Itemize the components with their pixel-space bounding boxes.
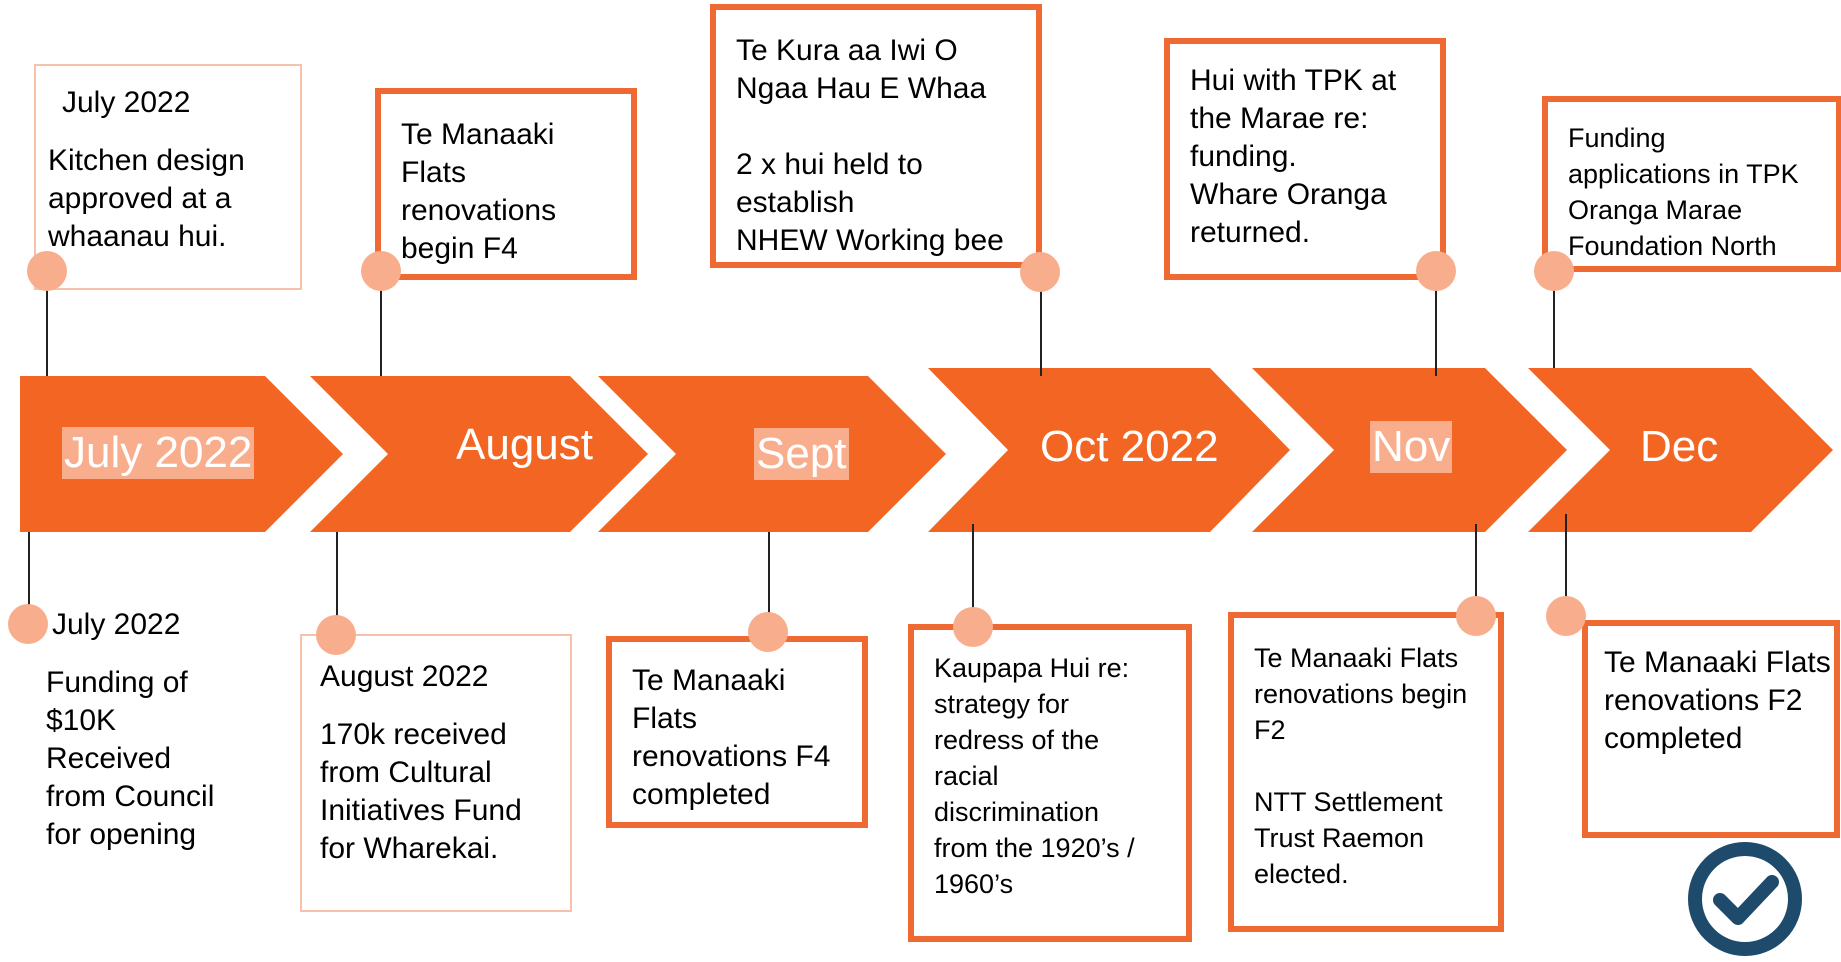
connector-line <box>768 532 770 628</box>
check-circle-icon <box>1688 842 1802 956</box>
timeline-dot <box>1546 596 1586 636</box>
connector-line <box>1565 514 1567 614</box>
event-date: July 2022 <box>52 608 181 641</box>
event-card-nov-flats-f2: Te Manaaki Flats renovations begin F2 NT… <box>1228 612 1504 932</box>
arrow-label-sept: Sept <box>754 428 849 480</box>
arrow-shape-august <box>310 376 648 532</box>
event-card-july-funding: July 2022 Funding of $10K Received from … <box>0 600 260 860</box>
arrow-shape-oct <box>928 368 1290 532</box>
event-date: July 2022 <box>62 86 191 119</box>
timeline-dot <box>8 604 48 644</box>
event-card-sept-flats-completed: Te Manaaki Flats renovations F4 complete… <box>606 636 868 828</box>
timeline-dot <box>27 251 67 291</box>
event-card-july-kitchen: July 2022 Kitchen design approved at a w… <box>34 64 302 290</box>
connector-line <box>336 532 338 628</box>
event-card-oct-hui: Hui with TPK at the Marae re: funding. W… <box>1164 38 1446 280</box>
event-text: Te Manaaki Flats renovations F2 complete… <box>1604 646 1831 755</box>
connector-line <box>28 532 30 618</box>
timeline-dot <box>748 612 788 652</box>
event-text: Te Kura aa Iwi O Ngaa Hau E Whaa 2 x hui… <box>736 34 1004 257</box>
event-text: Hui with TPK at the Marae re: funding. W… <box>1190 64 1397 249</box>
event-text: Kaupapa Hui re: strategy for redress of … <box>934 653 1135 899</box>
event-card-sept-kura: Te Kura aa Iwi O Ngaa Hau E Whaa 2 x hui… <box>710 4 1042 268</box>
timeline-dot <box>316 615 356 655</box>
connector-line <box>46 290 48 376</box>
event-card-august-flats: Te Manaaki Flats renovations begin F4 <box>375 88 637 280</box>
event-text: Te Manaaki Flats renovations begin F2 NT… <box>1254 643 1468 889</box>
event-text: 170k received from Cultural Initiatives … <box>320 718 522 865</box>
event-date: August 2022 <box>320 660 489 693</box>
timeline-dot <box>953 607 993 647</box>
event-card-oct-kaupapa: Kaupapa Hui re: strategy for redress of … <box>908 624 1192 942</box>
arrow-label-july: July 2022 <box>62 427 255 479</box>
connector-line <box>1435 290 1437 376</box>
timeline-dot <box>361 251 401 291</box>
event-text: Funding of $10K Received from Council fo… <box>46 666 215 851</box>
event-card-dec-funding: Funding applications in TPK Oranga Marae… <box>1542 96 1841 272</box>
connector-line <box>972 524 974 620</box>
timeline-dot <box>1020 252 1060 292</box>
event-text: Kitchen design approved at a whaanau hui… <box>48 144 245 253</box>
timeline-dot <box>1456 596 1496 636</box>
arrow-label-oct: Oct 2022 <box>1040 422 1219 471</box>
arrow-label-dec: Dec <box>1640 422 1719 471</box>
connector-line <box>380 290 382 376</box>
event-text: Funding applications in TPK Oranga Marae… <box>1568 123 1799 261</box>
arrow-label-august: August <box>456 420 593 469</box>
event-card-dec-flats-completed: Te Manaaki Flats renovations F2 complete… <box>1582 620 1840 838</box>
event-text: Te Manaaki Flats renovations F4 complete… <box>632 664 831 811</box>
event-text: Te Manaaki Flats renovations begin F4 <box>401 118 557 265</box>
event-card-august-funding: August 2022 170k received from Cultural … <box>300 634 572 912</box>
arrow-label-nov: Nov <box>1370 421 1453 473</box>
timeline-dot <box>1534 251 1574 291</box>
connector-line <box>1553 290 1555 368</box>
arrow-shape-dec <box>1528 368 1833 532</box>
connector-line <box>1040 290 1042 376</box>
timeline-dot <box>1416 251 1456 291</box>
connector-line <box>1475 524 1477 610</box>
